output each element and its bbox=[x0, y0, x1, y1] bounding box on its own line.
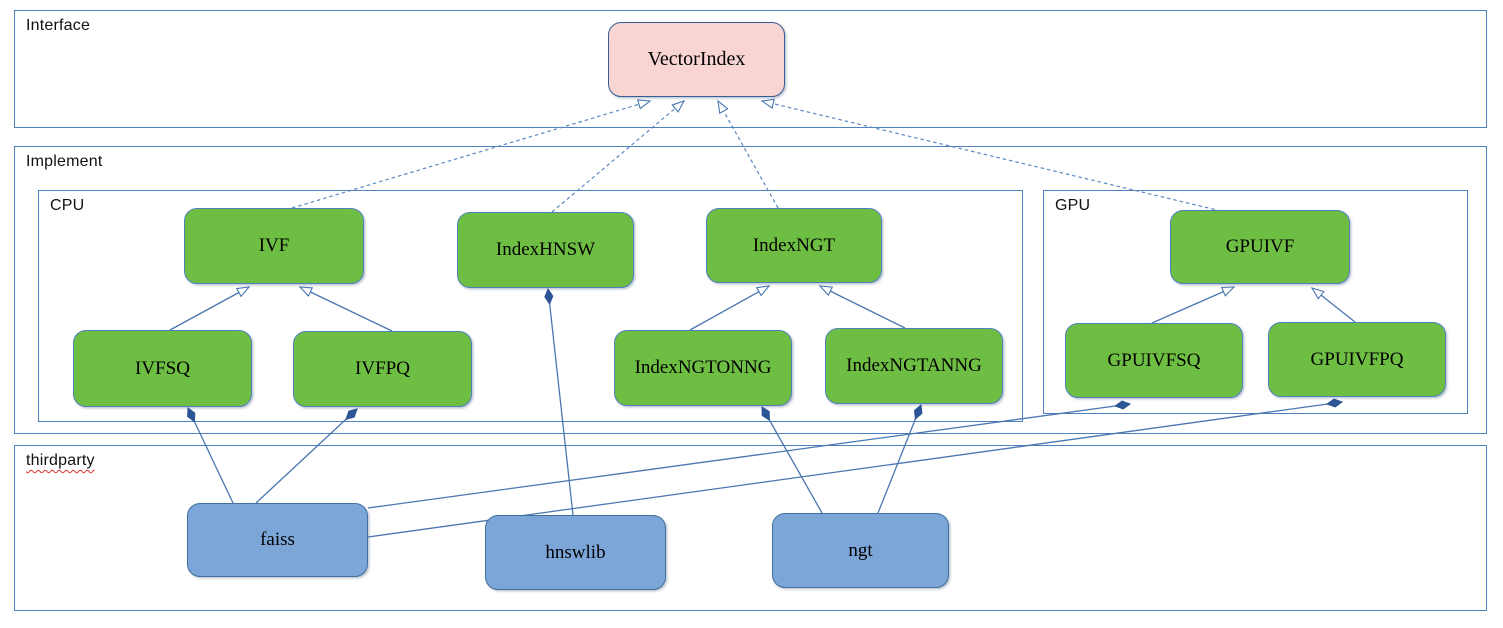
node-indexngt[interactable]: IndexNGT bbox=[706, 208, 882, 283]
node-hnswlib[interactable]: hnswlib bbox=[485, 515, 666, 590]
node-label-hnswlib: hnswlib bbox=[545, 541, 606, 563]
container-label-interface: Interface bbox=[26, 17, 91, 34]
node-ngt[interactable]: ngt bbox=[772, 513, 949, 588]
node-gpuivf[interactable]: GPUIVF bbox=[1170, 210, 1350, 284]
node-gpuivfsq[interactable]: GPUIVFSQ bbox=[1065, 323, 1243, 398]
node-label-indexngtonng: IndexNGTONNG bbox=[634, 357, 772, 378]
node-label-vectorindex: VectorIndex bbox=[647, 48, 746, 70]
node-label-faiss: faiss bbox=[260, 529, 295, 550]
node-label-indexngtanng: IndexNGTANNG bbox=[846, 355, 982, 376]
container-label-thirdparty: thirdparty bbox=[26, 452, 95, 469]
node-indexhnsw[interactable]: IndexHNSW bbox=[457, 212, 634, 288]
node-label-ivfsq: IVFSQ bbox=[135, 357, 190, 379]
node-label-indexhnsw: IndexHNSW bbox=[495, 239, 596, 260]
node-gpuivfpq[interactable]: GPUIVFPQ bbox=[1268, 322, 1446, 397]
node-label-indexngt: IndexNGT bbox=[752, 234, 836, 256]
container-label-gpu: GPU bbox=[1055, 197, 1091, 214]
node-label-ngt: ngt bbox=[848, 539, 873, 561]
container-label-cpu: CPU bbox=[50, 197, 85, 214]
node-ivf[interactable]: IVF bbox=[184, 208, 364, 284]
node-label-ivfpq: IVFPQ bbox=[355, 358, 410, 379]
node-label-gpuivfpq: GPUIVFPQ bbox=[1310, 348, 1404, 370]
node-ivfpq[interactable]: IVFPQ bbox=[293, 331, 472, 407]
node-ivfsq[interactable]: IVFSQ bbox=[73, 330, 252, 407]
node-indexngtonng[interactable]: IndexNGTONNG bbox=[614, 330, 792, 406]
node-label-gpuivfsq: GPUIVFSQ bbox=[1107, 349, 1201, 371]
node-label-gpuivf: GPUIVF bbox=[1225, 236, 1295, 257]
node-label-ivf: IVF bbox=[258, 235, 290, 256]
node-faiss[interactable]: faiss bbox=[187, 503, 368, 577]
node-indexngtanng[interactable]: IndexNGTANNG bbox=[825, 328, 1003, 404]
container-label-implement: Implement bbox=[26, 153, 103, 170]
node-vectorindex[interactable]: VectorIndex bbox=[608, 22, 785, 97]
